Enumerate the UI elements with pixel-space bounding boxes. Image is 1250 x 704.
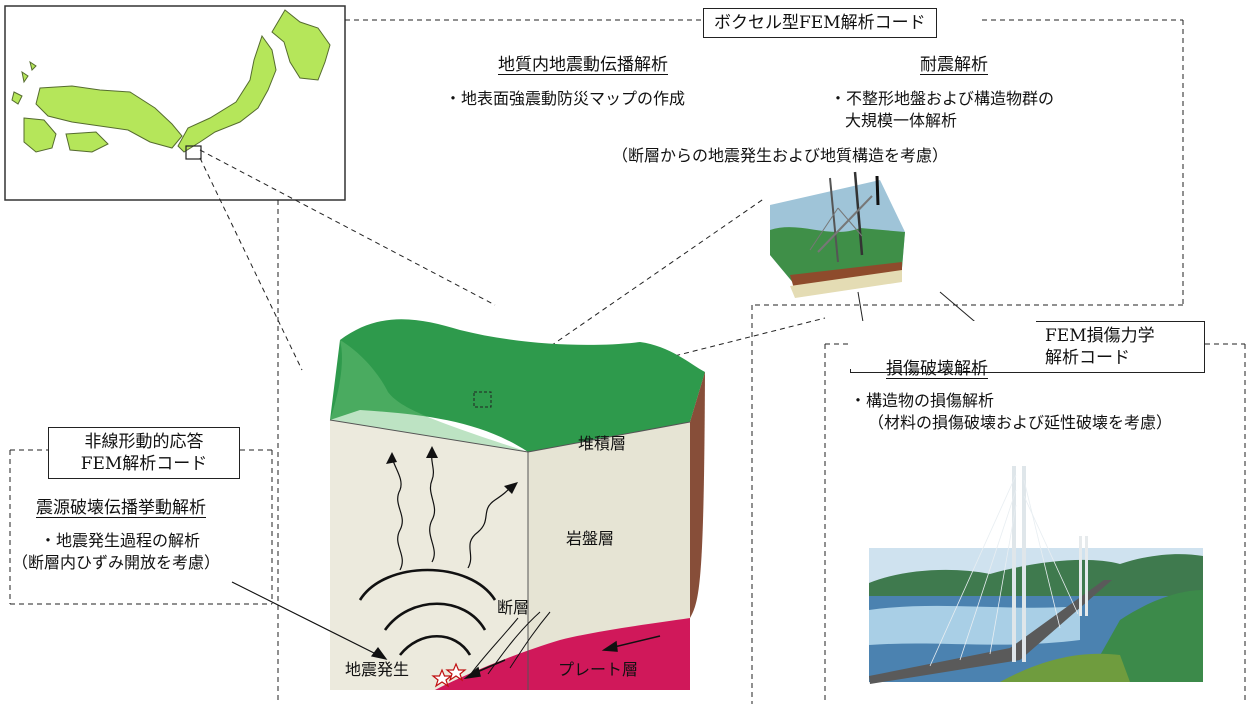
damage-item-line-1: ・構造物の損傷解析 [850,391,995,410]
wave-arrowheads [386,446,518,494]
damage-heading: 損傷破壊解析 [886,359,988,379]
nonlinear-pointer-arrow [231,581,388,660]
map-focus-square [185,145,202,160]
seismic-item-line-1: ・不整形地盤および構造物群の [830,89,1055,108]
quake-origin-label: 地震発生 [345,660,410,679]
seismic-item-line-2: 大規模一体解析 [845,111,958,130]
bedrock-layer-label: 岩盤層 [566,529,615,548]
plate-layer-label: プレート層 [558,660,639,679]
sediment-layer-label: 堆積層 [578,434,627,453]
geo-propagation-heading: 地質内地震動伝播解析 [498,55,668,75]
hypocenter-stars [431,662,467,688]
plate-motion-arrows [463,635,661,680]
seismic-waves [391,451,513,571]
damage-title-line-2: 解析コード [1045,348,1130,368]
terrain-thumbnail [770,171,905,298]
fault-label: 断層 [497,598,530,617]
damage-title-edge [1036,321,1037,369]
rupture-item-line-1: ・地震発生過程の解析 [40,531,201,550]
nonlinear-title-line-2: FEM解析コード [80,454,208,474]
consider-note: （断層からの地震発生および地質構造を考慮） [612,146,949,165]
damage-item-line-2: （材料の損傷破壊および延性破壊を考慮） [868,413,1173,432]
rupture-heading: 震源破壊伝播挙動解析 [36,498,206,518]
damage-title-mask [850,321,1036,369]
bridge-photo [869,466,1203,684]
seismic-heading: 耐震解析 [920,55,988,75]
nonlinear-code-title: 非線形動的応答 FEM解析コード [48,427,240,479]
rupture-item-line-2: （断層内ひずみ開放を考慮） [12,553,221,572]
fault-rupture-arcs [358,568,497,656]
damage-title-line-1: FEM損傷力学 [1045,326,1155,346]
japan-map [11,9,331,153]
geological-block [329,319,705,690]
voxel-code-title: ボクセル型FEM解析コード [703,8,937,38]
geo-propagation-item: ・地表面強震動防災マップの作成 [445,89,686,108]
nonlinear-title-line-1: 非線形動的応答 [84,432,204,452]
